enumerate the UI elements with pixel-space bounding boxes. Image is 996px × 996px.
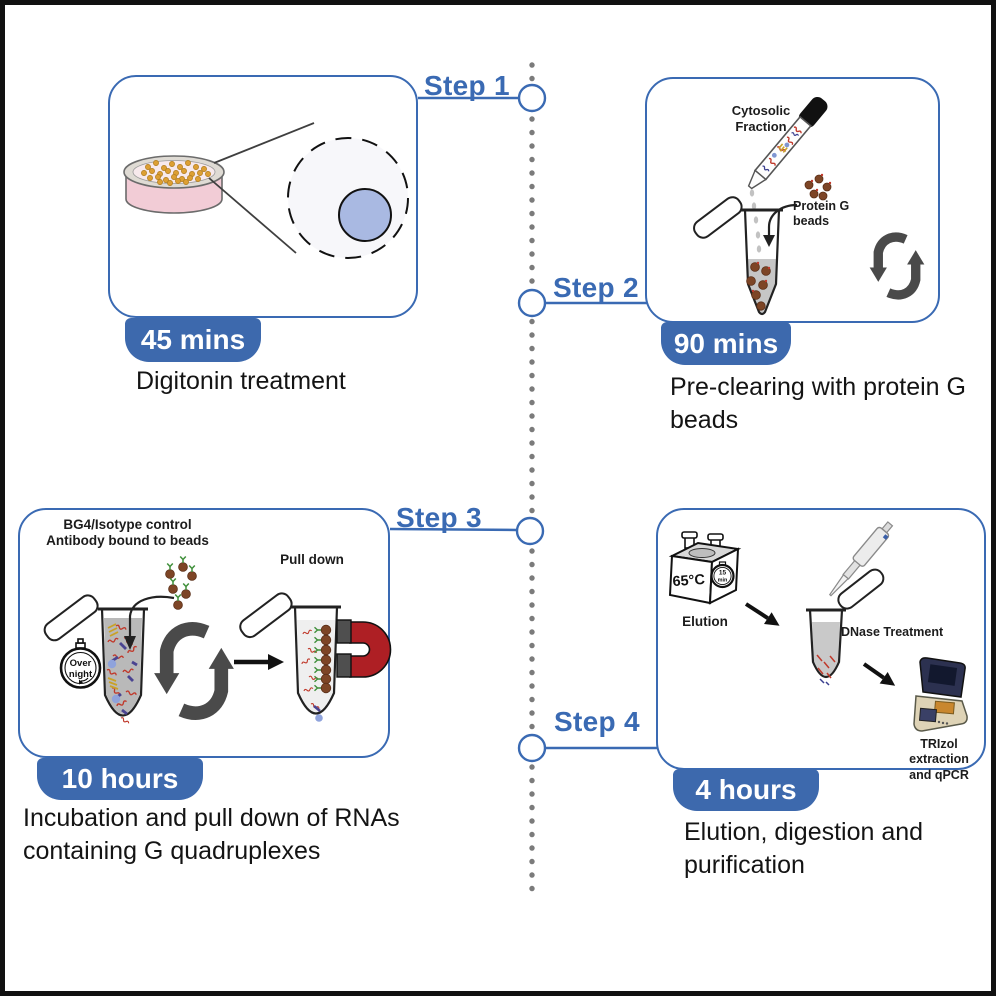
step1-panel xyxy=(108,75,418,318)
temperature-label: 65°C xyxy=(672,572,706,590)
step3-illustration: Over night xyxy=(43,555,392,725)
microtube-icon xyxy=(693,196,783,316)
rotation-icon xyxy=(154,622,234,720)
cytosolic-fraction-label: Cytosolic Fraction xyxy=(731,103,791,134)
block-timer-unit: min xyxy=(718,578,728,584)
step2-duration-badge: 90 mins xyxy=(661,322,791,365)
petri-dish-icon xyxy=(123,155,225,214)
zoom-line-top xyxy=(213,122,315,164)
droplets xyxy=(749,189,762,253)
step3-caption: Incubation and pull down of RNAs contain… xyxy=(23,802,453,867)
step1-illustration xyxy=(123,122,409,259)
step1-node-circle xyxy=(517,83,547,113)
pulldown-arrow xyxy=(234,654,284,670)
step2-label: Step 2 xyxy=(553,272,639,303)
step3-label: Step 3 xyxy=(396,502,482,533)
step2-panel: Cytosolic Fraction Protein G beads xyxy=(645,77,940,323)
step1-label: Step 1 xyxy=(424,70,510,101)
step4-caption-line: purification xyxy=(684,850,805,879)
step2-caption-line: beads xyxy=(670,405,739,434)
antibody-label-line: Antibody bound to beads xyxy=(46,533,209,549)
pulldown-label: Pull down xyxy=(280,552,344,567)
antibody-label: BG4/Isotype control Antibody bound to be… xyxy=(45,517,210,550)
step2-caption-line: Pre-clearing with protein G xyxy=(670,373,966,401)
overnight-label-line1: Over xyxy=(70,658,92,669)
magnet-icon xyxy=(336,619,392,678)
step3-duration-badge: 10 hours xyxy=(37,758,203,800)
protein-g-beads-icon xyxy=(804,174,832,201)
heat-block-icon: 15 min 65°C xyxy=(668,531,742,605)
elution-arrow xyxy=(744,602,780,626)
step4-caption-line: Elution, digestion and xyxy=(684,818,924,846)
trizol-label-line: TRIzol extraction xyxy=(909,737,969,767)
zoom-line-bottom xyxy=(208,177,297,254)
protein-g-beads-label: Protein G beads xyxy=(793,199,850,229)
captured-rna xyxy=(300,629,323,722)
step4-duration-badge: 4 hours xyxy=(673,769,819,811)
step2-illustration xyxy=(693,96,925,316)
nucleus xyxy=(338,188,392,242)
pulldown-tube-icon xyxy=(239,592,392,722)
step4-caption: Elution, digestion and purification xyxy=(684,816,964,881)
rna-contents xyxy=(105,623,139,725)
step2-caption: Pre-clearing with protein G beads xyxy=(670,371,990,436)
bead-column xyxy=(320,624,332,694)
pcr-machine-icon xyxy=(913,657,968,732)
dnase-tube-icon xyxy=(806,568,885,686)
step4-label: Step 4 xyxy=(554,706,640,737)
step3-node-circle xyxy=(515,516,545,546)
step3-caption-line: Incubation and pull down of RNAs xyxy=(23,804,400,832)
antibody-label-line: BG4/Isotype control xyxy=(63,517,192,532)
cell-dots xyxy=(141,160,211,186)
step3-panel: Over night xyxy=(18,508,392,758)
step4-illustration: 15 min 65°C xyxy=(668,521,968,732)
antibody-arrow xyxy=(124,595,175,650)
antibody-beads-icon xyxy=(165,555,197,610)
dnase-arrow xyxy=(862,662,896,686)
elution-label: Elution xyxy=(682,614,728,629)
beads-arrow xyxy=(763,203,798,247)
step1-caption: Digitonin treatment xyxy=(136,365,436,398)
block-timer-value: 15 xyxy=(719,570,727,577)
step1-duration-badge: 45 mins xyxy=(125,318,261,362)
overnight-label-line2: night xyxy=(69,669,93,680)
step4-panel: 15 min 65°C xyxy=(656,508,986,782)
step3-caption-line: containing G quadruplexes xyxy=(23,836,321,865)
stopwatch-icon: Over night xyxy=(59,638,102,689)
beads-in-tube xyxy=(746,262,771,311)
digested-rna xyxy=(816,654,836,686)
cell-icon xyxy=(287,137,409,259)
trizol-label: TRIzol extraction and qPCR xyxy=(890,737,988,783)
dropper-icon xyxy=(747,96,828,190)
micropipette-icon xyxy=(828,521,894,597)
step1-caption-line: Digitonin treatment xyxy=(136,367,346,395)
step4-node-circle xyxy=(517,733,547,763)
dropper-contents xyxy=(761,125,803,173)
trizol-label-line: and qPCR xyxy=(909,767,969,782)
block-timer-icon: 15 min xyxy=(710,561,735,589)
step2-node-circle xyxy=(517,288,547,318)
dnase-label: DNase Treatment xyxy=(841,625,944,639)
rotation-icon xyxy=(869,232,925,300)
